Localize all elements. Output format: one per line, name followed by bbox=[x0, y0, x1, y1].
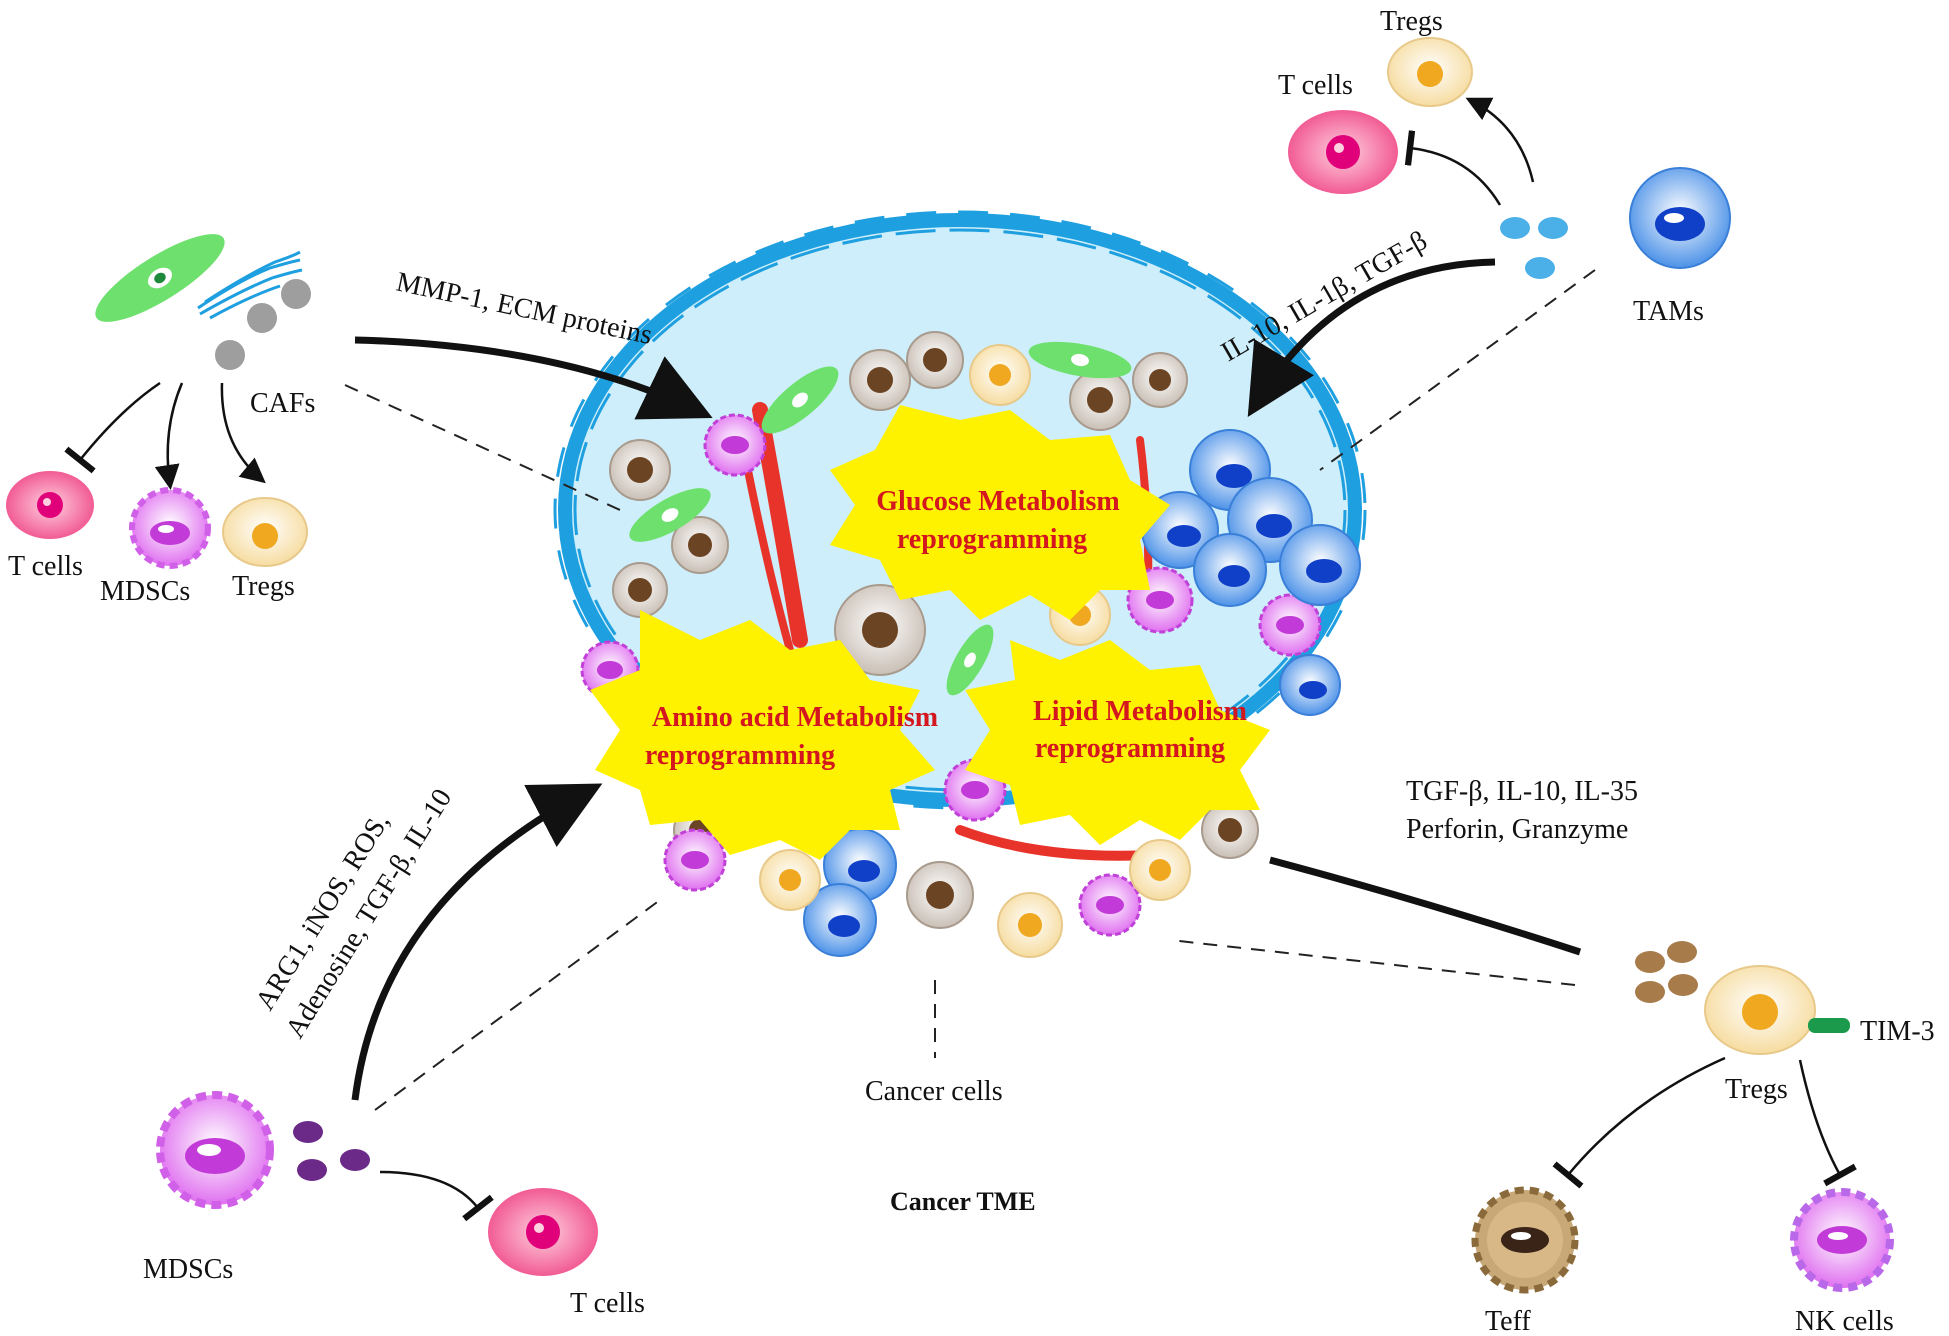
amino-star bbox=[590, 610, 935, 860]
caf-target-mdscs-label: MDSCs bbox=[100, 576, 190, 607]
mdsc-label: MDSCs bbox=[143, 1254, 233, 1285]
treg-vesicle-icon bbox=[1667, 941, 1697, 963]
t-cell-icon bbox=[1288, 110, 1398, 194]
treg-icon bbox=[1387, 37, 1473, 107]
treg-to-tme-arrow bbox=[1269, 856, 1582, 956]
mdsc-vesicle-icon bbox=[293, 1121, 323, 1143]
tam-to-tme-arrow bbox=[1247, 258, 1496, 417]
treg-label: Tregs bbox=[1725, 1074, 1788, 1105]
treg-target-teff-label: Teff bbox=[1485, 1306, 1531, 1336]
caf-to-tme-arrow bbox=[354, 336, 713, 420]
mdsc-vesicle-icon bbox=[297, 1159, 327, 1181]
treg-vesicle-icon bbox=[1635, 951, 1665, 973]
tam-factors-label: IL-10, IL-1β, TGF-β bbox=[1216, 225, 1433, 368]
caf-to-mdsc-arrow bbox=[154, 382, 184, 490]
tam-to-treg-arrow bbox=[1465, 97, 1535, 183]
t-cell-icon bbox=[6, 471, 94, 539]
tam-target-tregs-label: Tregs bbox=[1380, 6, 1443, 37]
treg-target-nk-label: NK cells bbox=[1795, 1306, 1894, 1336]
treg-cells-inside bbox=[759, 344, 1191, 958]
tim3-label: TIM-3 bbox=[1860, 1016, 1935, 1047]
nk-cell-icon bbox=[1790, 1188, 1894, 1292]
caf-factors-label: MMP-1, ECM proteins bbox=[394, 267, 655, 351]
mdsc-icon bbox=[129, 487, 211, 569]
caf-vesicle-icon bbox=[281, 279, 311, 309]
tam-label: TAMs bbox=[1633, 296, 1704, 327]
caf-to-treg-arrow bbox=[220, 382, 266, 484]
tim3-receptor-icon bbox=[1808, 1018, 1850, 1033]
caf-inhibit-tcell-arrow bbox=[64, 381, 161, 474]
treg-factors-line1: TGF-β, IL-10, IL-35 bbox=[1406, 776, 1638, 807]
tam-target-tcells-label: T cells bbox=[1278, 70, 1353, 101]
lipid-star bbox=[965, 640, 1270, 845]
glucose-star bbox=[830, 405, 1170, 620]
dashed-guide-lines bbox=[344, 269, 1596, 1111]
mdsc-group: MDSCs T cells ARG1, iNOS, ROS, Adenosine… bbox=[143, 783, 645, 1319]
tam-inhibit-tcell-arrow bbox=[1404, 130, 1502, 206]
treg-group: TGF-β, IL-10, IL-35 Perforin, Granzyme T… bbox=[1269, 776, 1935, 1336]
caf-vesicle-icon bbox=[247, 303, 277, 333]
ecm-fiber-icon bbox=[197, 250, 303, 320]
tam-vesicle-icon bbox=[1538, 217, 1568, 239]
treg-vesicle-icon bbox=[1668, 974, 1698, 996]
mdsc-cells-inside bbox=[580, 413, 1322, 937]
caf-cell-icon bbox=[95, 234, 225, 322]
tam-icon bbox=[1629, 167, 1731, 269]
glucose-label-line2: reprogramming bbox=[897, 524, 1087, 555]
treg-inhibit-teff-arrow bbox=[1552, 1056, 1726, 1189]
tam-vesicle-icon bbox=[1500, 217, 1530, 239]
treg-inhibit-nk-arrow bbox=[1798, 1059, 1857, 1187]
caf-cells-inside bbox=[629, 341, 1132, 696]
mdsc-target-tcells-label: T cells bbox=[570, 1288, 645, 1319]
treg-factors-line2: Perforin, Granzyme bbox=[1406, 814, 1628, 845]
caf-target-tregs-label: Tregs bbox=[232, 571, 295, 602]
lipid-label-line2: reprogramming bbox=[1035, 733, 1225, 764]
mdsc-to-tme-arrow bbox=[351, 783, 603, 1101]
mdsc-icon bbox=[156, 1091, 274, 1209]
caf-target-tcells-label: T cells bbox=[8, 551, 83, 582]
amino-label-line1: Amino acid Metabolism bbox=[652, 702, 938, 733]
teff-icon bbox=[1471, 1186, 1579, 1294]
caf-label: CAFs bbox=[250, 388, 315, 419]
lipid-label-line1: Lipid Metabolism bbox=[1033, 696, 1247, 727]
tam-vesicle-icon bbox=[1525, 257, 1555, 279]
mdsc-inhibit-tcell-arrow bbox=[379, 1170, 494, 1222]
treg-icon bbox=[1704, 965, 1816, 1055]
treg-icon bbox=[222, 497, 308, 567]
caf-vesicle-icon bbox=[215, 340, 245, 370]
glucose-label-line1: Glucose Metabolism bbox=[876, 486, 1119, 517]
amino-label-line2: reprogramming bbox=[645, 740, 835, 771]
cancer-cells-label: Cancer cells bbox=[865, 1076, 1003, 1107]
t-cell-icon bbox=[488, 1188, 598, 1276]
mdsc-vesicle-icon bbox=[340, 1149, 370, 1171]
treg-vesicle-icon bbox=[1635, 981, 1665, 1003]
diagram-title: Cancer TME bbox=[890, 1187, 1036, 1216]
